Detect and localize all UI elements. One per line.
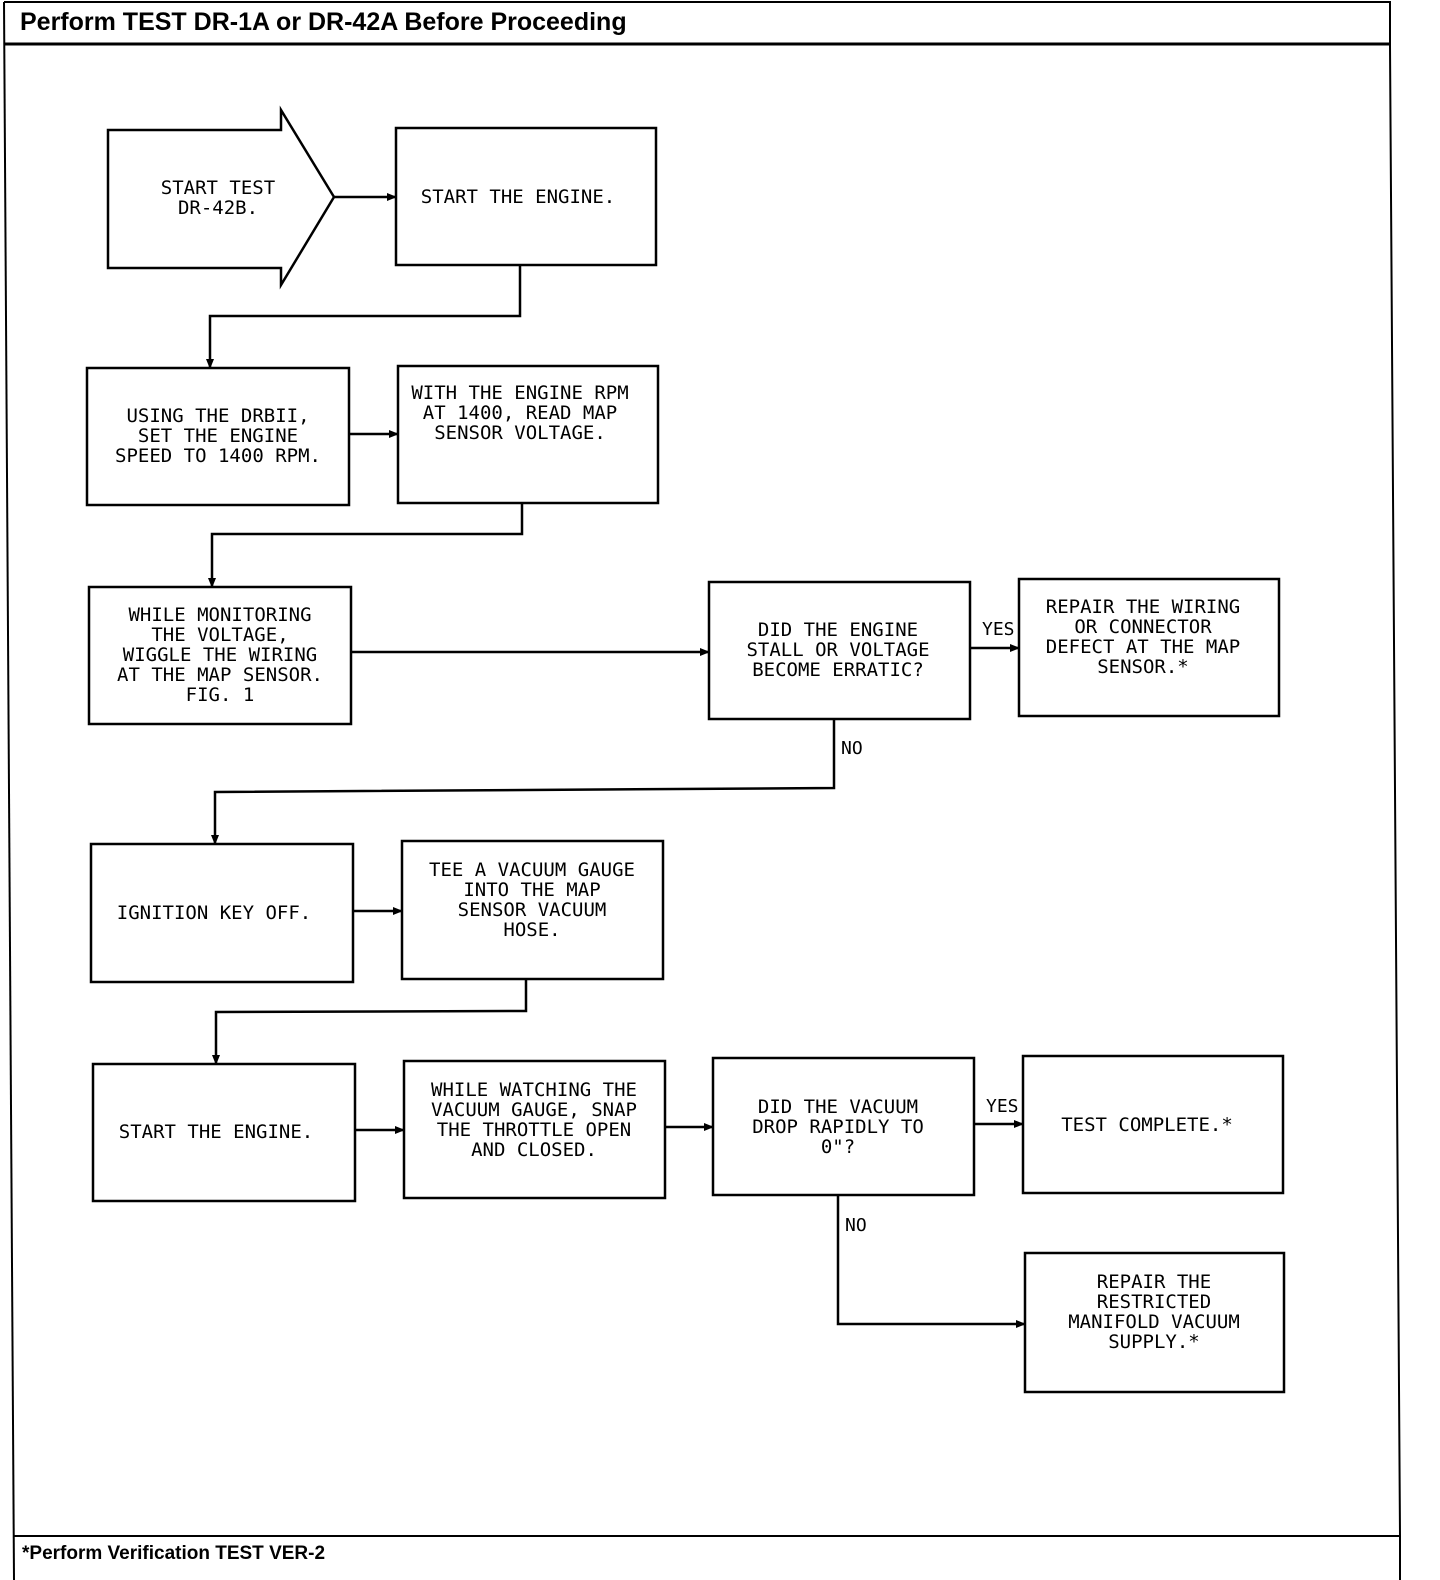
- start-arrow-shape: [106, 105, 336, 290]
- page-border: [4, 1, 1401, 1580]
- node-text-decision-stall-line-1: DID THE ENGINE: [758, 619, 918, 641]
- node-text-wiggle-line-2: THE VOLTAGE,: [151, 624, 288, 646]
- label-yes-2: YES: [986, 1096, 1019, 1117]
- box-ignition-off: [89, 842, 355, 984]
- box-start-engine-1: [394, 126, 658, 267]
- node-text-using-drbii-line-1: USING THE DRBII,: [126, 405, 309, 427]
- label-yes-1: YES: [982, 619, 1015, 640]
- box-decision-vacuum: [711, 1056, 976, 1197]
- connector-engine-to-drbii: [206, 265, 522, 369]
- footer-note: *Perform Verification TEST VER-2: [22, 1543, 326, 1564]
- box-test-complete: [1021, 1054, 1285, 1195]
- node-text-tee-gauge-line-3: SENSOR VACUUM: [458, 899, 607, 921]
- connector-tee-to-engine2: [212, 979, 528, 1065]
- node-text-repair-wiring-line-2: OR CONNECTOR: [1074, 616, 1212, 638]
- node-text-start-engine-1-line-1: START THE ENGINE.: [421, 186, 615, 208]
- node-text-decision-stall-line-2: STALL OR VOLTAGE: [746, 639, 929, 661]
- box-repair-vacuum: [1023, 1251, 1286, 1394]
- box-start-engine-2: [91, 1062, 357, 1203]
- node-text-snap-throttle-line-4: AND CLOSED.: [471, 1139, 597, 1161]
- node-text-start-engine-2-line-1: START THE ENGINE.: [119, 1121, 313, 1143]
- node-text-read-map-line-3: SENSOR VOLTAGE.: [434, 422, 606, 444]
- left-border: [3, 1, 15, 1580]
- node-text-repair-vacuum-line-3: MANIFOLD VACUUM: [1068, 1311, 1240, 1333]
- node-text-snap-throttle-line-1: WHILE WATCHING THE: [431, 1079, 637, 1101]
- node-text-wiggle-line-3: WIGGLE THE WIRING: [123, 644, 317, 666]
- node-text-start-line-2: DR-42B.: [178, 197, 258, 219]
- node-text-wiggle-line-1: WHILE MONITORING: [128, 604, 311, 626]
- connector-decision-no-ignition: [211, 719, 836, 845]
- connector-vacuum-no-repair: [836, 1195, 1026, 1328]
- connector-map-to-wiggle: [208, 503, 524, 588]
- node-text-repair-wiring-line-3: DEFECT AT THE MAP: [1046, 636, 1240, 658]
- node-text-tee-gauge-line-2: INTO THE MAP: [463, 879, 600, 901]
- node-text-using-drbii-line-3: SPEED TO 1400 RPM.: [115, 445, 321, 467]
- node-text-test-complete-line-1: TEST COMPLETE.*: [1061, 1114, 1233, 1136]
- label-no-1: NO: [841, 738, 863, 759]
- node-text-repair-wiring-line-4: SENSOR.*: [1097, 656, 1189, 678]
- label-no-2: NO: [845, 1215, 867, 1236]
- node-text-read-map-line-2: AT 1400, READ MAP: [423, 402, 617, 424]
- node-text-repair-wiring-line-1: REPAIR THE WIRING: [1046, 596, 1240, 618]
- node-text-decision-stall-line-3: BECOME ERRATIC?: [752, 659, 924, 681]
- node-text-decision-vacuum-line-2: DROP RAPIDLY TO: [752, 1116, 924, 1138]
- page-title: Perform TEST DR-1A or DR-42A Before Proc…: [20, 8, 627, 36]
- node-text-using-drbii-line-2: SET THE ENGINE: [138, 425, 298, 447]
- node-text-repair-vacuum-line-1: REPAIR THE: [1097, 1271, 1211, 1293]
- box-snap-throttle: [402, 1059, 667, 1200]
- node-text-snap-throttle-line-2: VACUUM GAUGE, SNAP: [431, 1099, 637, 1121]
- node-text-decision-vacuum-line-1: DID THE VACUUM: [758, 1096, 918, 1118]
- node-text-repair-vacuum-line-2: RESTRICTED: [1097, 1291, 1211, 1313]
- node-text-snap-throttle-line-3: THE THROTTLE OPEN: [437, 1119, 631, 1141]
- node-text-wiggle-line-5: FIG. 1: [186, 684, 255, 706]
- node-text-wiggle-line-4: AT THE MAP SENSOR.: [117, 664, 323, 686]
- node-text-tee-gauge-line-1: TEE A VACUUM GAUGE: [429, 859, 635, 881]
- node-text-start-line-1: START TEST: [161, 177, 275, 199]
- node-text-decision-vacuum-line-3: 0"?: [821, 1136, 855, 1158]
- box-tee-gauge: [400, 839, 665, 981]
- node-text-tee-gauge-line-4: HOSE.: [503, 919, 560, 941]
- node-text-repair-vacuum-line-4: SUPPLY.*: [1108, 1331, 1200, 1353]
- box-wiggle: [87, 585, 353, 726]
- box-using-drbii: [85, 366, 351, 507]
- node-text-ignition-off-line-1: IGNITION KEY OFF.: [117, 902, 311, 924]
- node-text-read-map-line-1: WITH THE ENGINE RPM: [411, 382, 628, 404]
